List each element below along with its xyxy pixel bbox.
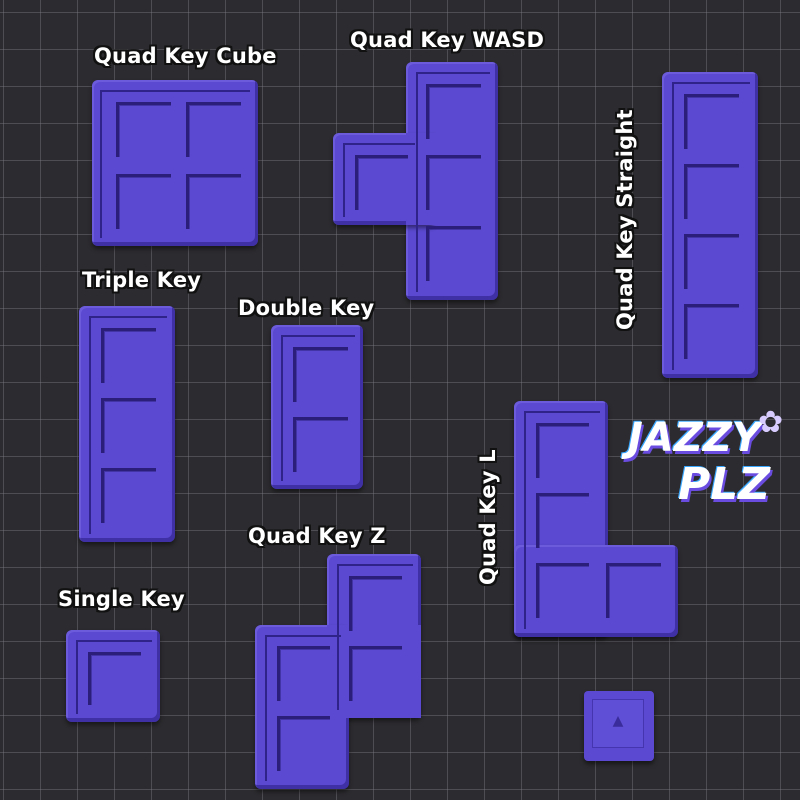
- logo-line1: JAZZY: [628, 415, 761, 461]
- label-quad-key-z: Quad Key Z: [248, 524, 386, 548]
- label-quad-key-straight: Quad Key Straight: [613, 109, 637, 330]
- label-quad-key-cube: Quad Key Cube: [94, 44, 277, 68]
- keycap-preview: ▲: [584, 691, 654, 761]
- logo-line2: PLZ: [678, 459, 771, 510]
- leaf-icon: ✿: [758, 405, 784, 440]
- jazzy-plz-logo: JAZZY PLZ ✿: [628, 405, 788, 525]
- label-quad-key-wasd: Quad Key WASD: [350, 28, 545, 52]
- label-triple-key: Triple Key: [82, 268, 202, 292]
- mushroom-icon: ▲: [612, 713, 624, 729]
- label-quad-key-l: Quad Key L: [476, 449, 500, 585]
- label-single-key: Single Key: [58, 587, 185, 611]
- label-double-key: Double Key: [238, 296, 375, 320]
